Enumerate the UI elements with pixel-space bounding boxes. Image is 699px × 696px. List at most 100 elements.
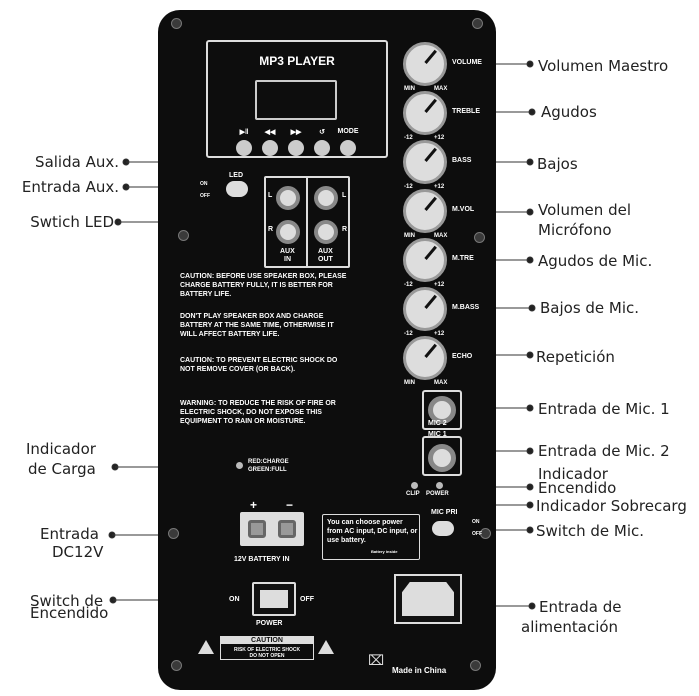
led-on-label: ON xyxy=(200,181,208,187)
label-entrada-mic-1: Entrada de Mic. 1 xyxy=(538,400,670,418)
label-agudos-mic: Agudos de Mic. xyxy=(538,252,653,270)
knob-name-label: TREBLE xyxy=(452,108,480,115)
power-switch[interactable] xyxy=(252,582,296,616)
screw xyxy=(470,660,481,671)
knob-pointer xyxy=(424,343,437,358)
mp3-button-label: ▶‖ xyxy=(239,129,249,136)
mic-off-label: OFF xyxy=(472,531,482,537)
ac-inlet-socket xyxy=(402,582,454,616)
caution-text-2: DON'T PLAY SPEAKER BOX AND CHARGE BATTER… xyxy=(180,313,334,338)
knob-m-vol[interactable] xyxy=(403,189,447,233)
knob-treble[interactable] xyxy=(403,91,447,135)
label-bajos: Bajos xyxy=(537,155,578,173)
mic-1-jack[interactable] xyxy=(422,390,462,430)
mp3-button[interactable] xyxy=(236,140,252,156)
aux-out-r-jack[interactable] xyxy=(314,220,338,244)
power-off-label: OFF xyxy=(300,596,314,603)
power-led xyxy=(436,482,443,489)
aux-in-l-jack[interactable] xyxy=(276,186,300,210)
mic-pri-switch[interactable] xyxy=(432,521,454,536)
knob-name-label: ECHO xyxy=(452,353,473,360)
red-charge-label: RED:CHARGE xyxy=(248,459,289,465)
label-switch-mic: Switch de Mic. xyxy=(536,522,645,540)
led-switch[interactable] xyxy=(226,181,248,197)
battery-inside-label: Battery inside xyxy=(371,549,398,554)
label-bajos-mic: Bajos de Mic. xyxy=(540,299,640,317)
weee-bin-icon: ⌧ xyxy=(368,652,385,668)
led-label: LED xyxy=(229,172,243,179)
knob-pointer xyxy=(424,196,437,211)
caution-box-line-2: RISK OF ELECTRIC SHOCK xyxy=(233,647,301,653)
screw xyxy=(171,660,182,671)
ac-inlet[interactable] xyxy=(394,574,462,624)
mp3-button[interactable] xyxy=(314,140,330,156)
mic-2-label: MIC 2 xyxy=(428,420,447,427)
knob-max-label: +12 xyxy=(434,135,445,141)
knob-echo[interactable] xyxy=(403,336,447,380)
knob-max-label: +12 xyxy=(434,282,445,288)
knob-pointer xyxy=(424,294,437,309)
label-salida-aux: Salida Aux. xyxy=(35,153,119,171)
screw xyxy=(168,528,179,539)
mp3-button[interactable] xyxy=(288,140,304,156)
mp3-button-label: MODE xyxy=(337,128,359,135)
knob-pointer xyxy=(424,49,437,64)
led-off-label: OFF xyxy=(200,193,210,199)
mic-pri-label: MIC PRI xyxy=(431,509,458,516)
label-volumen-mic-2: Micrófono xyxy=(538,221,612,239)
screw xyxy=(171,18,182,29)
screw xyxy=(178,230,189,241)
green-full-label: GREEN:FULL xyxy=(248,467,287,473)
knob-name-label: VOLUME xyxy=(452,59,482,66)
aux-out-l-jack[interactable] xyxy=(314,186,338,210)
mic-1-socket xyxy=(428,396,456,424)
label-switch-led: Swtich LED xyxy=(30,213,114,231)
knob-min-label: -12 xyxy=(404,184,413,190)
knob-min-label: -12 xyxy=(404,282,413,288)
knob-name-label: M.BASS xyxy=(452,304,480,311)
screw xyxy=(472,18,483,29)
caution-text-1: CAUTION: BEFORE USE SPEAKER BOX, PLEASE … xyxy=(180,273,347,298)
label-volumen-mic-1: Volumen del xyxy=(538,201,631,219)
knob-name-label: BASS xyxy=(452,157,472,164)
clip-led xyxy=(411,482,418,489)
label-switch-enc-1: Switch de xyxy=(30,592,104,610)
knob-m-tre[interactable] xyxy=(403,238,447,282)
mp3-button[interactable] xyxy=(262,140,278,156)
label-agudos: Agudos xyxy=(541,103,597,121)
aux-in-r-label: R xyxy=(268,226,274,233)
label-switch-enc-2: Encendido xyxy=(30,604,109,622)
knob-max-label: +12 xyxy=(434,331,445,337)
mic-2-jack[interactable] xyxy=(422,436,462,476)
mp3-display xyxy=(255,80,337,120)
label-volumen-maestro: Volumen Maestro xyxy=(538,57,669,75)
aux-in-label-2: IN xyxy=(284,256,291,263)
knob-min-label: -12 xyxy=(404,331,413,337)
mic-1-label: MIC 1 xyxy=(428,431,447,438)
knob-min-label: MIN xyxy=(404,380,415,386)
knob-bass[interactable] xyxy=(403,140,447,184)
knob-max-label: MAX xyxy=(434,380,448,386)
mp3-button-label: ↺ xyxy=(319,129,325,136)
label-repeticion: Repetición xyxy=(536,348,615,366)
bottom-caution-box: CAUTION RISK OF ELECTRIC SHOCK DO NOT OP… xyxy=(220,636,314,660)
power-led-label: POWER xyxy=(426,491,449,497)
aux-out-label-2: OUT xyxy=(318,256,333,263)
knob-volume[interactable] xyxy=(403,42,447,86)
caution-box-title: CAUTION xyxy=(221,637,313,644)
speaker-panel: MP3 PLAYER ▶‖◀◀▶▶↺MODE LED ON OFF L R L … xyxy=(158,10,496,690)
aux-out-l-label: L xyxy=(342,192,347,199)
battery-terminal[interactable] xyxy=(240,512,304,546)
power-switch-label: POWER xyxy=(256,620,283,627)
aux-in-r-jack[interactable] xyxy=(276,220,300,244)
aux-out-label-1: AUX xyxy=(318,248,333,255)
knob-name-label: M.TRE xyxy=(452,255,474,262)
knob-m-bass[interactable] xyxy=(403,287,447,331)
label-ind-encendido-1: Indicador xyxy=(538,465,608,483)
mp3-button[interactable] xyxy=(340,140,356,156)
aux-divider xyxy=(306,178,308,266)
label-entrada-mic-2: Entrada de Mic. 2 xyxy=(538,442,670,460)
mp3-buttons: ▶‖◀◀▶▶↺MODE xyxy=(236,128,366,156)
knob-max-label: +12 xyxy=(434,184,445,190)
plus-label: + xyxy=(250,498,258,512)
